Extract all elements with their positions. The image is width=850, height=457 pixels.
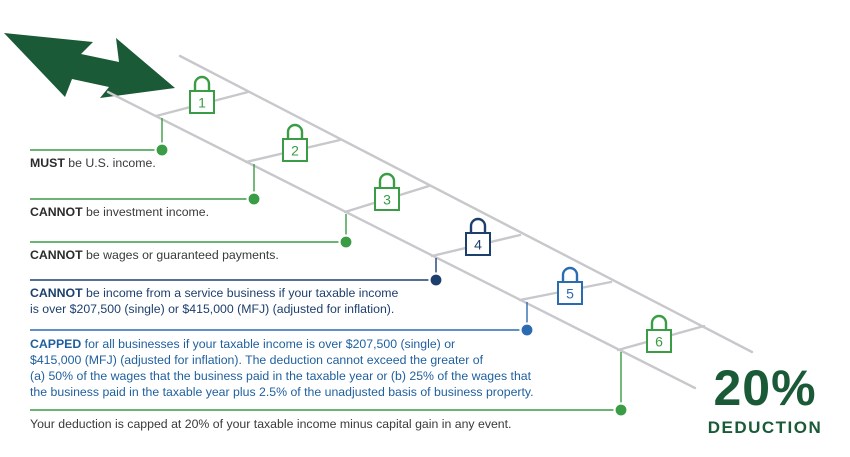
step-3-bold: CANNOT [30,248,83,262]
padlock-icon: 1 [189,75,215,114]
step-3-rest: be wages or guaranteed payments. [82,248,279,262]
step-1-text: MUST be U.S. income. [30,155,156,171]
step-5-text: CAPPED for all businesses if your taxabl… [30,336,534,400]
step-6-rest: Your deduction is capped at 20% of your … [30,417,512,431]
padlock-number: 3 [383,192,391,208]
padlock-icon: 5 [557,266,583,305]
step-5-bold: CAPPED [30,337,82,351]
step-1-bold: MUST [30,156,65,170]
step-5-line-2: $415,000 (MFJ) (adjusted for inflation).… [30,353,483,367]
step-4-rest: be income from a service business if you… [82,286,399,300]
step-1-rest: be U.S. income. [64,156,156,170]
ladder-rails [106,54,754,390]
padlocks: 1 2 3 4 5 6 [189,75,672,353]
step-6-text: Your deduction is capped at 20% of your … [30,416,511,432]
padlock-icon: 6 [646,314,672,353]
step-4-text: CANNOT be income from a service business… [30,285,398,317]
padlock-icon: 3 [374,172,400,211]
padlock-icon: 4 [465,217,491,256]
leader-dots [154,142,629,418]
step-3-text: CANNOT be wages or guaranteed payments. [30,247,279,263]
step-4-bold: CANNOT [30,286,83,300]
step-5-line-3: (a) 50% of the wages that the business p… [30,369,532,383]
step-2-text: CANNOT be investment income. [30,204,209,220]
step-5-line-1: CAPPED for all businesses if your taxabl… [30,336,534,352]
arrow-icon [4,33,175,98]
step-2-rest: be investment income. [82,205,210,219]
step-4-line-2: is over $207,500 (single) or $415,000 (M… [30,302,395,316]
padlock-number: 1 [198,95,206,111]
padlock-number: 5 [566,286,574,302]
step-2-bold: CANNOT [30,205,83,219]
padlock-number: 6 [655,334,663,350]
deduction-percent: 20% [713,360,817,416]
step-4-line-1: CANNOT be income from a service business… [30,285,398,301]
step-5-line-4: the business paid in the taxable year pl… [30,385,534,399]
padlock-number: 2 [291,143,299,159]
deduction-label: DEDUCTION [707,418,823,437]
step-5-rest: for all businesses if your taxable incom… [81,337,456,351]
padlock-icon: 2 [282,123,308,162]
padlock-number: 4 [474,237,482,253]
